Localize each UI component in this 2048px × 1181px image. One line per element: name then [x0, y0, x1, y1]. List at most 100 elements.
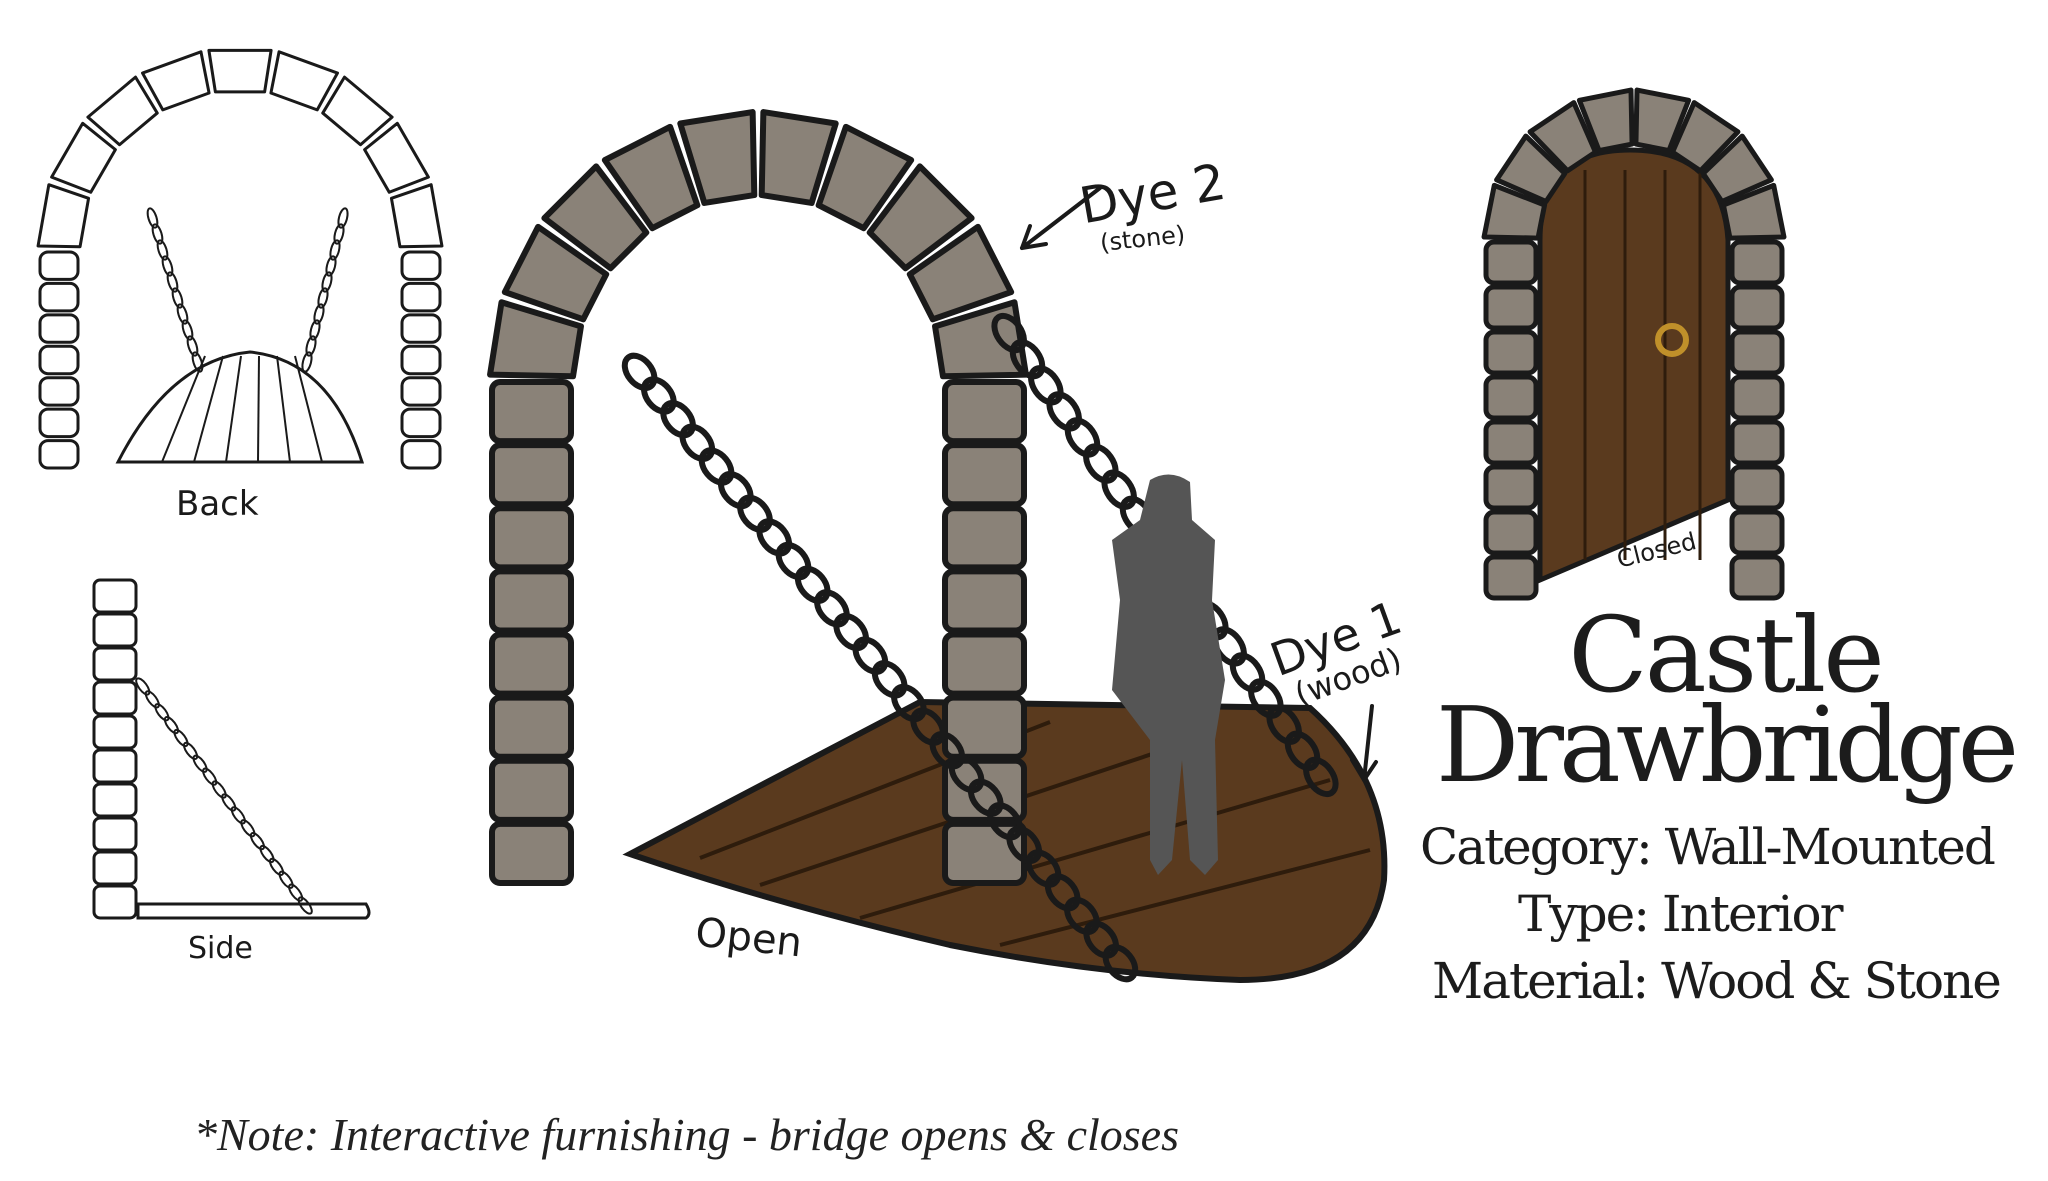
note-text: *Note: Interactive furnishing - bridge o…: [194, 1109, 1180, 1160]
stone-block: [1576, 87, 1635, 154]
stone-block: [92, 850, 138, 886]
arrow-icon: [1020, 186, 1378, 782]
stone-block: [942, 631, 1027, 697]
stone-block: [942, 505, 1027, 571]
title-line-1: Castle: [1568, 594, 1885, 716]
stone-block: [489, 379, 574, 445]
stone-block: [489, 694, 574, 760]
chain-link: [641, 376, 677, 415]
stone-block: [1483, 329, 1539, 376]
chain-link: [948, 754, 985, 794]
stone-block: [1481, 182, 1548, 241]
chain-link: [171, 287, 184, 309]
plank-line: [257, 355, 260, 463]
stone-block: [400, 344, 442, 376]
chain-link: [230, 806, 246, 825]
side-view-sketch: [92, 578, 371, 920]
stone-block: [400, 250, 442, 281]
stone-block: [363, 121, 430, 194]
stone-block: [400, 407, 442, 439]
chain-link: [1101, 469, 1137, 510]
chain-link: [301, 351, 313, 373]
stone-block: [1729, 374, 1785, 421]
chain-link: [660, 400, 696, 439]
stone-block: [86, 75, 159, 147]
chain-link: [929, 731, 966, 770]
chain-link: [297, 896, 313, 915]
stone-block: [50, 121, 117, 194]
stone-block: [92, 680, 138, 716]
stone-block: [677, 109, 758, 206]
chain-link: [278, 870, 294, 889]
chain-link: [186, 335, 199, 357]
open-label: Open: [693, 910, 804, 967]
stone-block: [866, 163, 975, 272]
chain-link: [288, 883, 304, 902]
stone-block: [92, 782, 138, 818]
chain-link: [871, 660, 908, 699]
plank-line: [999, 848, 1371, 947]
chain-link: [717, 471, 754, 510]
plank-line: [859, 778, 1331, 920]
stone-block: [489, 568, 574, 634]
open-drawbridge-drawing: [487, 109, 1388, 984]
chain-link: [173, 728, 189, 748]
chain-link: [1083, 920, 1119, 959]
chain-link: [337, 207, 349, 229]
stone-block: [758, 109, 839, 206]
category-text: Category: Wall-Mounted: [1420, 818, 1996, 876]
chain-link: [191, 351, 204, 373]
stone-block: [489, 820, 574, 886]
chain-link: [1046, 391, 1082, 432]
chain-link: [987, 802, 1023, 841]
stone-block: [38, 250, 80, 281]
chain-link: [221, 793, 237, 812]
stone-block: [1483, 509, 1539, 556]
stone-block: [487, 299, 584, 380]
chain-link: [181, 319, 194, 341]
stone-block: [92, 884, 138, 920]
chain-link: [163, 716, 180, 735]
chain-link: [698, 447, 735, 486]
closed-drawbridge-drawing: [1481, 87, 1787, 601]
chain-link: [756, 518, 793, 557]
stone-block: [1729, 509, 1785, 556]
chain-link: [1064, 417, 1101, 458]
chain-link: [268, 857, 285, 876]
back-view-sketch: [36, 48, 444, 470]
chain-link: [794, 565, 831, 604]
stone-block: [321, 75, 394, 147]
chain-link: [833, 612, 869, 652]
material-text: Material: Wood & Stone: [1432, 952, 2002, 1010]
stone-block: [489, 631, 574, 697]
stone-block: [501, 223, 610, 323]
chain-link: [1064, 896, 1100, 935]
chain-link: [1006, 825, 1043, 864]
stone-block: [1483, 554, 1539, 601]
stone-block: [92, 646, 138, 682]
chain-link: [679, 423, 716, 462]
stone-block: [1483, 284, 1539, 331]
chain-link: [333, 223, 345, 245]
chain-link: [313, 303, 325, 325]
stone-block: [38, 407, 80, 439]
stone-block: [400, 439, 442, 470]
chain-link: [325, 255, 337, 277]
stone-block: [38, 344, 80, 376]
stone-block: [815, 123, 915, 232]
stone-block: [38, 376, 80, 407]
stone-block: [1633, 87, 1692, 154]
stone-block: [1483, 374, 1539, 421]
stone-block: [36, 183, 91, 249]
chain-link: [192, 754, 208, 773]
chain-link: [182, 741, 199, 760]
stone-block: [1729, 554, 1785, 601]
stone-block: [269, 50, 339, 112]
stone-block: [906, 223, 1015, 323]
stone-block: [1483, 419, 1539, 466]
title-line-2: Drawbridge: [1435, 684, 2019, 806]
stone-block: [92, 816, 138, 852]
plank-line: [294, 355, 323, 463]
chain-link: [814, 589, 850, 628]
stone-block: [1720, 182, 1787, 241]
